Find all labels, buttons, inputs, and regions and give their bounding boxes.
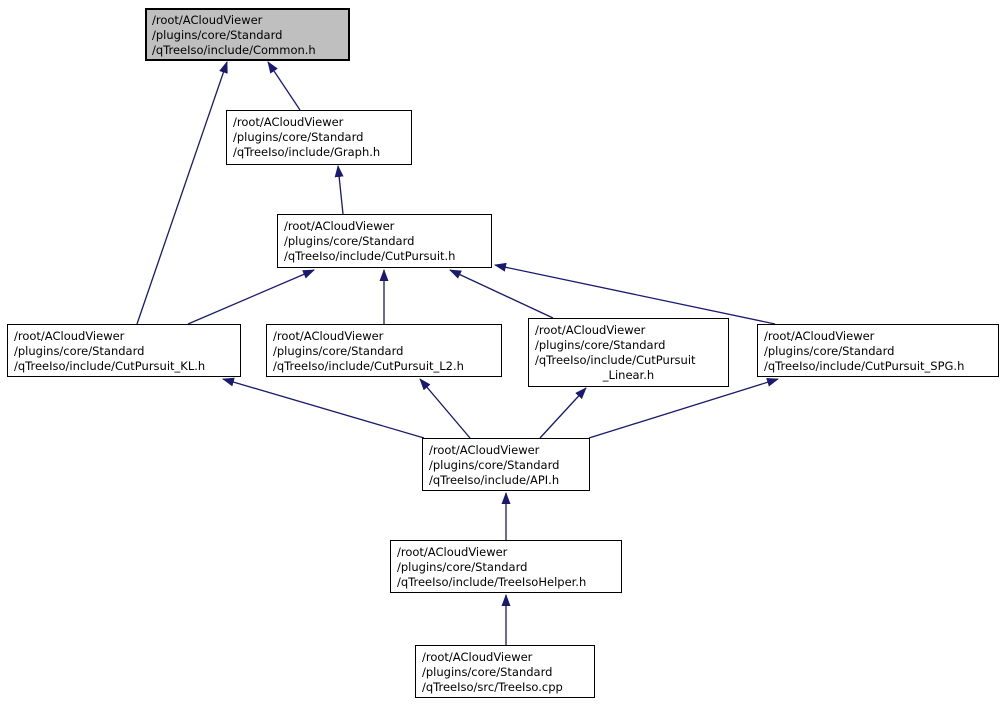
node-label-line: /plugins/core/Standard [422, 665, 553, 679]
node-treeisohelper-h[interactable]: /root/ACloudViewer /plugins/core/Standar… [390, 540, 622, 593]
node-label-line: /qTreeIso/src/TreeIso.cpp [422, 680, 563, 694]
node-graph-h[interactable]: /root/ACloudViewer /plugins/core/Standar… [226, 110, 412, 165]
node-label-line: /plugins/core/Standard [284, 234, 415, 248]
edge-kl-to-cutpursuit [187, 269, 315, 325]
node-label-line: /root/ACloudViewer [233, 115, 344, 129]
node-cutpursuit-spg-h[interactable]: /root/ACloudViewer /plugins/core/Standar… [757, 324, 999, 377]
node-label-line: /root/ACloudViewer [764, 329, 875, 343]
node-treeiso-cpp[interactable]: /root/ACloudViewer /plugins/core/Standar… [415, 645, 595, 698]
node-label-line: /plugins/core/Standard [233, 130, 364, 144]
node-label-line: /root/ACloudViewer [14, 329, 125, 343]
node-label-line: /qTreeIso/include/CutPursuit.h [284, 249, 456, 263]
node-cutpursuit-linear-h[interactable]: /root/ACloudViewer /plugins/core/Standar… [528, 318, 729, 387]
edge-cutpursuit-to-graph [334, 165, 344, 215]
node-api-h[interactable]: /root/ACloudViewer /plugins/core/Standar… [422, 438, 590, 491]
node-label-line: /qTreeIso/include/TreeIsoHelper.h [397, 575, 587, 589]
node-label-line: /root/ACloudViewer [152, 13, 263, 27]
node-common-h[interactable]: /root/ACloudViewer /plugins/core/Standar… [145, 8, 350, 61]
node-label-line: /plugins/core/Standard [397, 560, 528, 574]
node-label-line: /root/ACloudViewer [535, 323, 646, 337]
node-label-line: /plugins/core/Standard [152, 28, 283, 42]
node-label-line: /qTreeIso/include/CutPursuit_KL.h [14, 359, 206, 373]
node-label-line: /plugins/core/Standard [273, 344, 404, 358]
node-label-line: /root/ACloudViewer [273, 329, 384, 343]
edge-api-to-l2 [419, 378, 471, 439]
node-label-line: /root/ACloudViewer [429, 443, 540, 457]
node-label-line: /qTreeIso/include/CutPursuit_SPG.h [764, 359, 965, 373]
edge-api-to-spg [588, 377, 779, 439]
node-cutpursuit-l2-h[interactable]: /root/ACloudViewer /plugins/core/Standar… [266, 324, 502, 377]
edge-graph-to-common [267, 61, 301, 111]
node-label-line: /plugins/core/Standard [429, 458, 560, 472]
edge-linear-to-cutpursuit [449, 269, 554, 319]
node-label-line: /qTreeIso/include/Common.h [152, 43, 316, 57]
node-label-line: /qTreeIso/include/API.h [429, 473, 560, 487]
edge-kl-to-common [136, 61, 228, 325]
edge-api-to-linear [539, 387, 587, 439]
node-label-line: /qTreeIso/include/CutPursuit_L2.h [273, 359, 464, 373]
edge-api-to-kl [222, 377, 425, 439]
node-label-line: /root/ACloudViewer [284, 219, 395, 233]
node-label-line: /qTreeIso/include/CutPursuit [535, 353, 696, 367]
node-label-line: /root/ACloudViewer [422, 650, 533, 664]
node-label-line: /root/ACloudViewer [397, 545, 508, 559]
node-label-line: /plugins/core/Standard [535, 338, 666, 352]
node-label-line: _Linear.h [602, 368, 655, 382]
node-cutpursuit-kl-h[interactable]: /root/ACloudViewer /plugins/core/Standar… [7, 324, 241, 377]
node-label-line: /qTreeIso/include/Graph.h [233, 145, 381, 159]
node-label-line: /plugins/core/Standard [764, 344, 895, 358]
edge-spg-to-cutpursuit [494, 262, 776, 325]
node-cutpursuit-h[interactable]: /root/ACloudViewer /plugins/core/Standar… [277, 214, 492, 268]
node-label-line: /plugins/core/Standard [14, 344, 145, 358]
